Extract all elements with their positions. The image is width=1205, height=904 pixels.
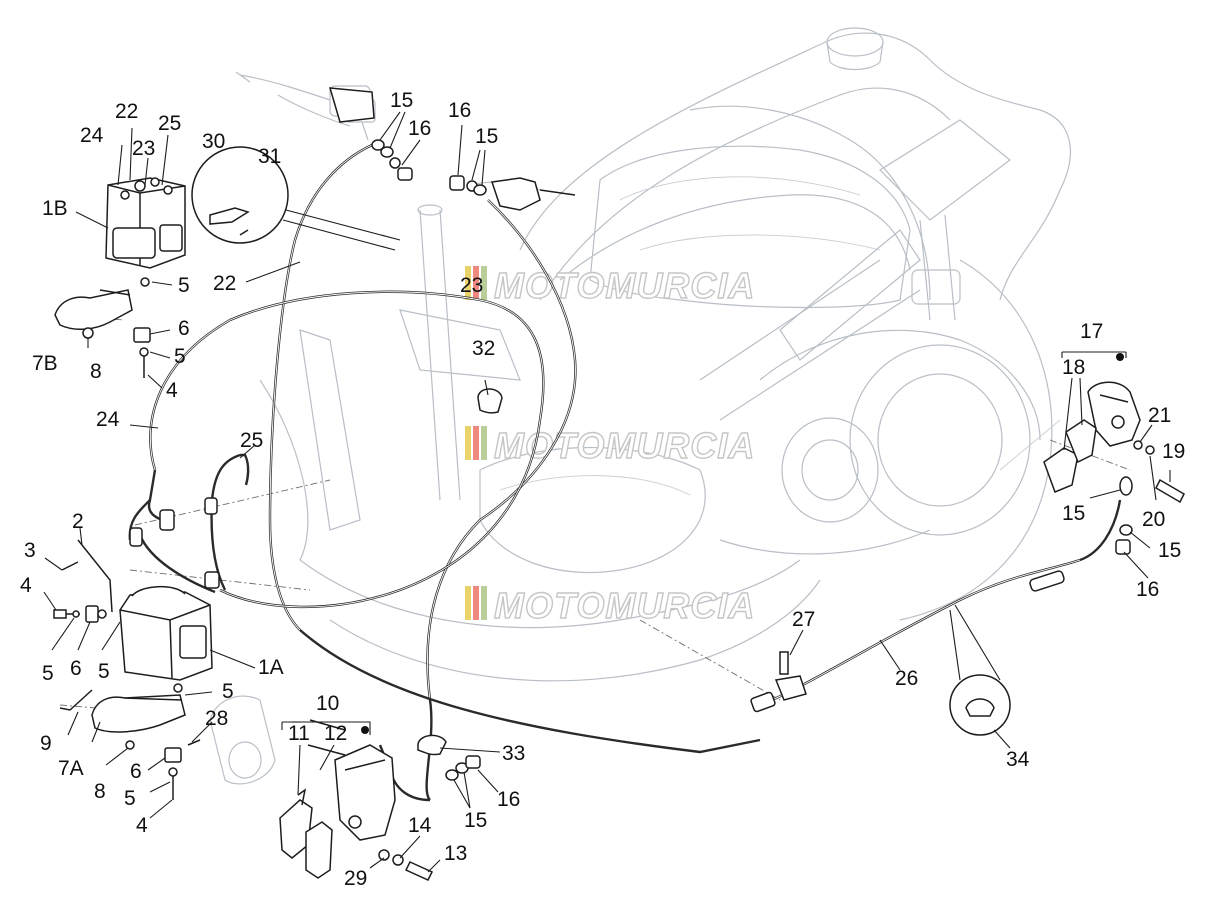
part-label-27: 27 — [792, 608, 815, 631]
part-label-25: 25 — [158, 112, 181, 135]
abs-control-unit-1a — [53, 539, 213, 800]
part-label-24: 24 — [96, 408, 120, 431]
part-label-25: 25 — [240, 429, 263, 452]
part-label-33: 33 — [502, 742, 525, 765]
part-labels: 15 16 16 15 22 24 23 25 30 31 1B 5 6 7B … — [20, 89, 1185, 890]
part-label-22: 22 — [213, 272, 236, 295]
part-label-3: 3 — [24, 539, 36, 562]
part-label-34: 34 — [1006, 748, 1030, 771]
watermark-stripe-1 — [465, 266, 471, 300]
part-label-6: 6 — [130, 760, 142, 783]
part-label-29: 29 — [344, 867, 367, 890]
part-label-31: 31 — [258, 145, 281, 168]
abs-control-unit-1b — [54, 177, 186, 378]
watermark-stripe-1 — [465, 586, 471, 620]
part-label-15: 15 — [1062, 502, 1085, 525]
part-label-4: 4 — [166, 379, 178, 402]
part-label-15: 15 — [475, 125, 498, 148]
set-marker-10 — [361, 726, 369, 734]
part-label-5: 5 — [174, 345, 186, 368]
part-label-20: 20 — [1142, 508, 1165, 531]
watermark-stripe-3 — [481, 266, 487, 300]
part-label-15: 15 — [390, 89, 413, 112]
leader-lines — [43, 111, 1171, 873]
part-label-8: 8 — [90, 360, 102, 383]
part-label-15: 15 — [464, 809, 487, 832]
part-label-5: 5 — [124, 787, 136, 810]
part-label-2: 2 — [72, 510, 84, 533]
part-label-5: 5 — [42, 662, 54, 685]
watermark-text: MOTOMURCIA — [494, 585, 755, 626]
part-label-17: 17 — [1080, 320, 1103, 343]
part-label-5: 5 — [178, 274, 190, 297]
part-label-6: 6 — [70, 657, 82, 680]
rear-brake-caliper — [1043, 381, 1185, 504]
detail-callouts — [191, 146, 1011, 736]
part-label-16: 16 — [1136, 578, 1159, 601]
part-label-13: 13 — [444, 842, 467, 865]
part-label-23: 23 — [460, 274, 483, 297]
part-label-4: 4 — [20, 574, 32, 597]
front-brake-caliper — [279, 744, 396, 879]
part-label-8: 8 — [94, 780, 106, 803]
watermark-stripe-1 — [465, 426, 471, 460]
part-label-14: 14 — [408, 814, 432, 837]
watermark-text: MOTOMURCIA — [494, 265, 755, 306]
part-label-1a: 1A — [258, 656, 284, 679]
part-label-7b: 7B — [32, 352, 58, 375]
part-label-32: 32 — [472, 337, 495, 360]
watermark-2: MOTOMURCIA — [465, 424, 755, 467]
part-label-16: 16 — [408, 117, 431, 140]
watermark-stripe-2 — [473, 426, 479, 460]
part-label-4: 4 — [136, 814, 148, 837]
part-label-22: 22 — [115, 100, 138, 123]
part-label-26: 26 — [895, 667, 918, 690]
watermark-stripe-2 — [473, 266, 479, 300]
part-label-6: 6 — [178, 317, 190, 340]
watermark-stripe-3 — [481, 586, 487, 620]
part-label-7a: 7A — [58, 757, 84, 780]
part-label-24: 24 — [80, 124, 104, 147]
watermark-text: MOTOMURCIA — [494, 425, 755, 466]
fittings — [129, 87, 1133, 881]
part-label-16: 16 — [448, 99, 471, 122]
watermark-1: MOTOMURCIA — [465, 264, 755, 307]
part-label-28: 28 — [205, 707, 228, 730]
part-label-21: 21 — [1148, 404, 1171, 427]
part-label-11: 11 — [288, 722, 310, 745]
assembly-guide-lines — [54, 314, 1131, 716]
watermark-stripe-2 — [473, 586, 479, 620]
watermark-3: MOTOMURCIA — [465, 584, 755, 627]
part-label-1b: 1B — [42, 197, 68, 220]
part-label-30: 30 — [202, 130, 225, 153]
part-label-12: 12 — [324, 722, 347, 745]
part-label-5: 5 — [222, 680, 234, 703]
part-label-23: 23 — [132, 137, 155, 160]
scooter-frame-outline — [209, 27, 1071, 785]
part-label-16: 16 — [497, 788, 520, 811]
part-label-9: 9 — [40, 732, 52, 755]
part-label-18: 18 — [1062, 356, 1085, 379]
watermark-stripe-3 — [481, 426, 487, 460]
part-label-15: 15 — [1158, 539, 1181, 562]
part-label-5: 5 — [98, 660, 110, 683]
part-label-19: 19 — [1162, 440, 1185, 463]
set-marker-17 — [1116, 353, 1124, 361]
part-label-10: 10 — [316, 692, 339, 715]
